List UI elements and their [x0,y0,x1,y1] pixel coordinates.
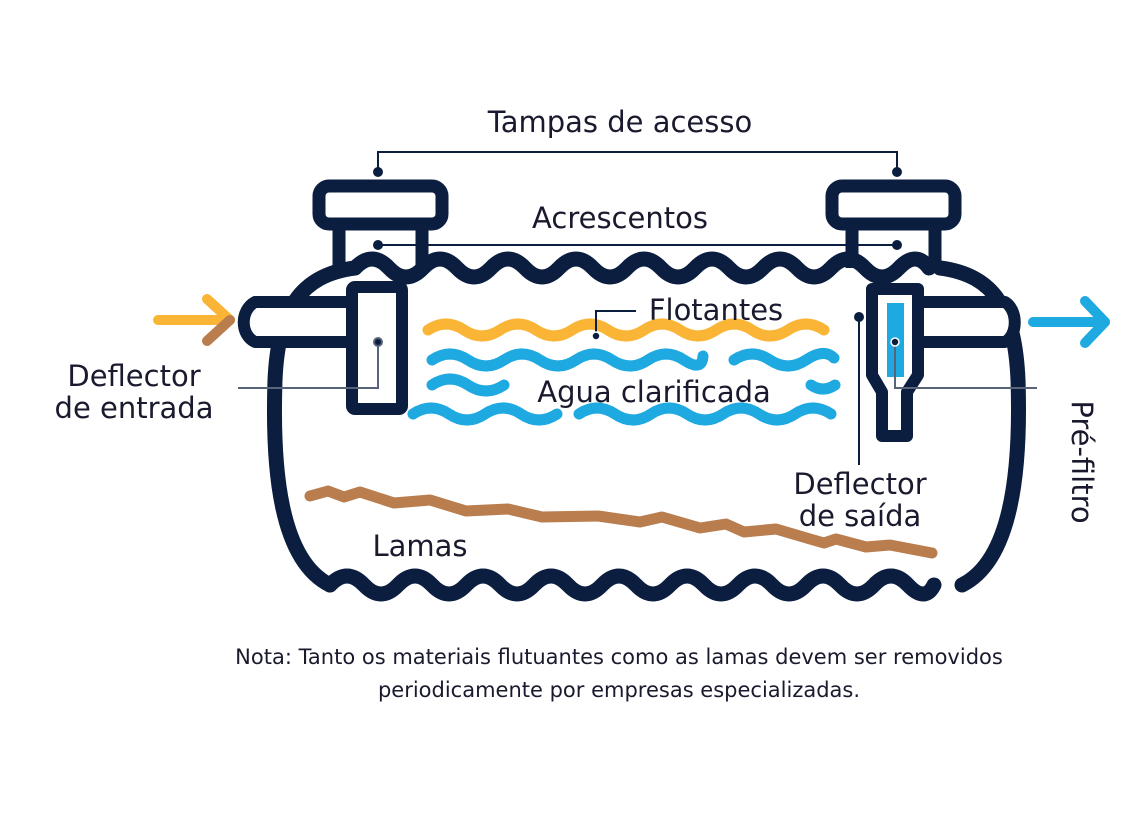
label-deflector-entrada-1: Deflector [67,359,200,393]
pre-filter-leader [890,337,1037,389]
sludge-layer [304,485,938,559]
tampas-leader [373,151,902,177]
acrescentos-leader [373,240,902,250]
label-agua-clarificada: Agua clarificada [537,375,771,409]
inlet-deflector-leader [238,337,383,389]
label-flotantes: Flotantes [649,293,783,327]
label-acrescentos: Acrescentos [532,201,708,235]
label-pre-filtro: Pré-filtro [1065,400,1099,523]
label-lamas: Lamas [372,529,467,563]
flotantes-leader [591,310,636,341]
label-deflector-entrada-2: de entrada [55,391,214,425]
inlet-arrow-icon [153,294,235,346]
label-tampas-de-acesso: Tampas de acesso [487,105,752,139]
note-line-2: periodicamente por empresas especializad… [378,678,860,702]
label-deflector-saida-2: de saída [799,499,922,533]
floatants-layer [422,318,830,342]
outlet-deflector-leader [854,312,864,465]
access-lid-right [825,179,962,268]
note-line-1: Nota: Tanto os materiais flutuantes como… [235,645,1003,669]
outlet-pipe [866,283,1021,442]
outlet-arrow-icon [1028,296,1110,348]
label-deflector-saida-1: Deflector [793,467,926,501]
clarified-water-layer [407,348,841,426]
